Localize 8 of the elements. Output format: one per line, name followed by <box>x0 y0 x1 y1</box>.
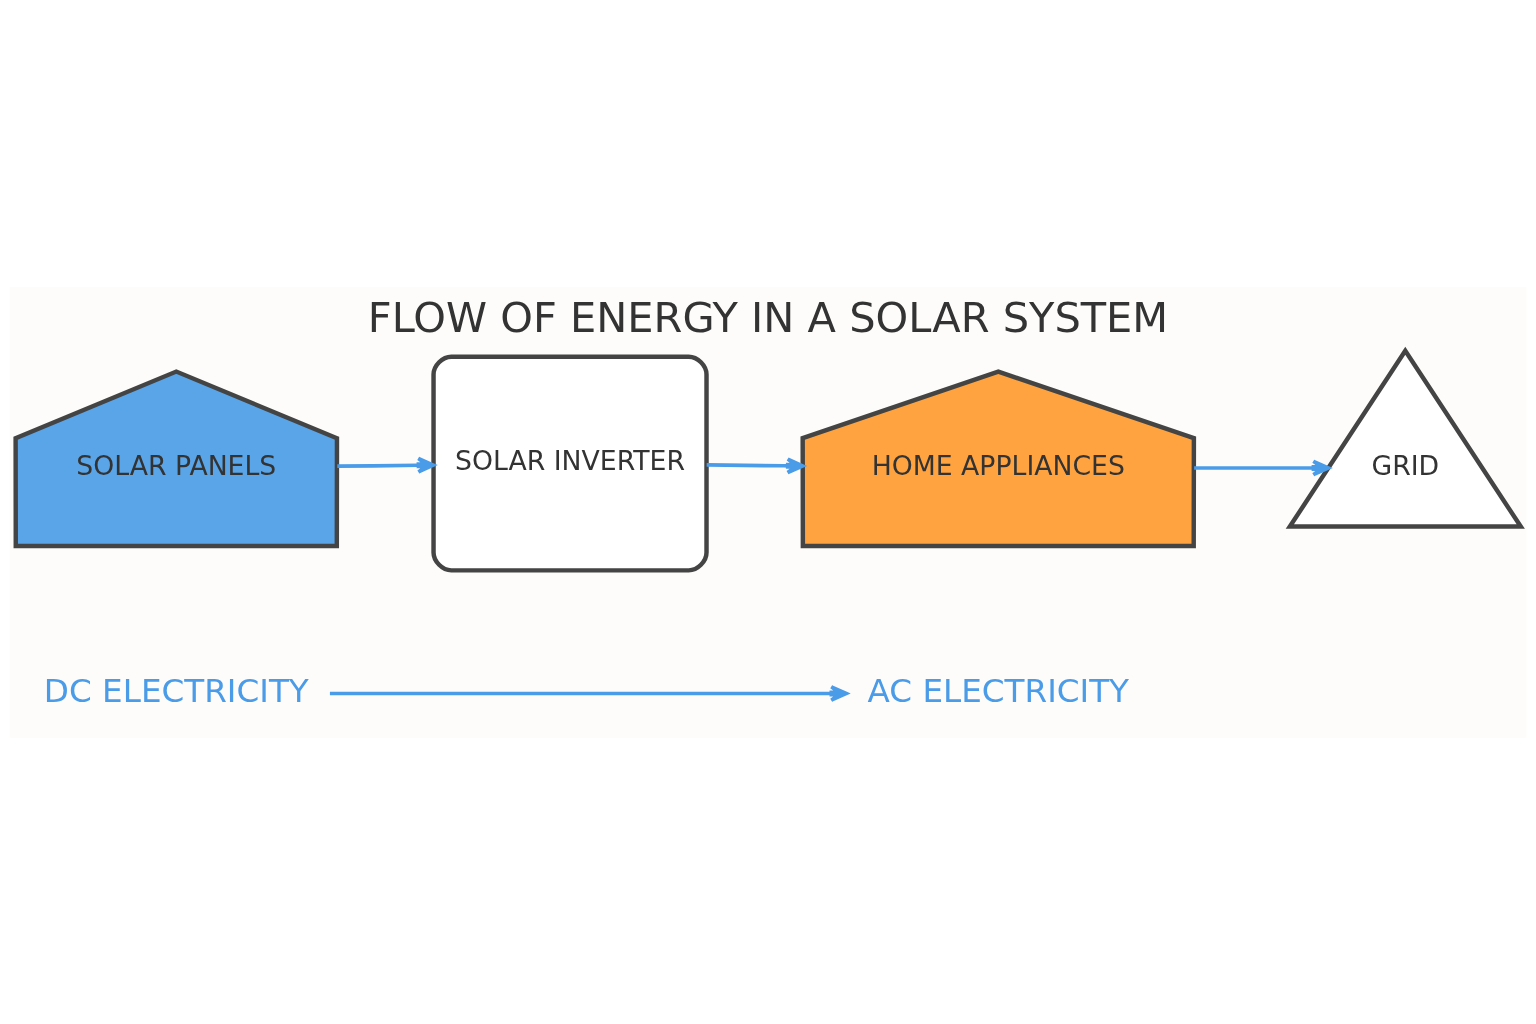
diagram-title: FLOW OF ENERGY IN A SOLAR SYSTEM <box>367 292 1169 342</box>
arrow <box>706 456 805 474</box>
arrow <box>1194 458 1331 477</box>
arrow <box>337 456 436 474</box>
node-text: DC ELECTRICITY <box>43 671 309 710</box>
node-text: AC ELECTRICITY <box>867 671 1130 710</box>
arrow <box>329 684 849 702</box>
node-box: SOLAR INVERTER <box>431 354 709 573</box>
